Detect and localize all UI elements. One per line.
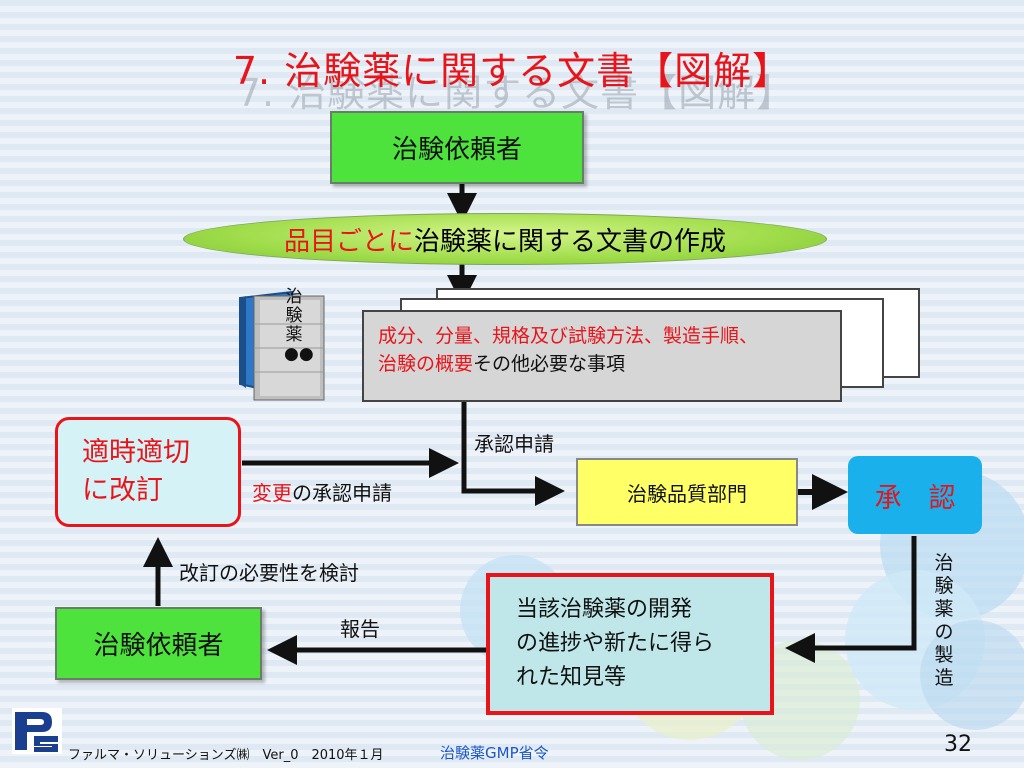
doc-line-1: 成分、分量、規格及び試験方法、製造手順、 <box>378 325 759 347</box>
footer-center: 治験薬GMP省令 <box>440 744 549 762</box>
findings-line-2: の進捗や新たに得ら <box>516 631 715 656</box>
sponsor-top-label: 治験依頼者 <box>391 135 522 165</box>
findings-box: 当該治験薬の開発 の進捗や新たに得ら れた知見等 <box>486 573 774 715</box>
page-number: 32 <box>944 732 972 757</box>
approval-request-label: 承認申請 <box>474 432 554 456</box>
qa-dept-label: 治験品質部門 <box>627 481 747 506</box>
report-label: 報告 <box>340 617 380 641</box>
binder-icon <box>239 290 325 401</box>
sponsor-top-box: 治験依頼者 <box>330 111 584 184</box>
doc-line-2-red: 治験の概要 <box>378 353 474 375</box>
doc-stack-front: 成分、分量、規格及び試験方法、製造手順、 治験の概要その他必要な事項 <box>362 310 842 402</box>
page-title: 7. 治験薬に関する文書【図解】 <box>232 49 792 93</box>
ellipse-black-text: 治験薬に関する文書の作成 <box>414 226 727 257</box>
doc-line-2-black: その他必要な事項 <box>473 353 626 375</box>
sponsor-bottom-label: 治験依頼者 <box>93 631 224 661</box>
bg-circle <box>920 620 1024 730</box>
ellipse-red-text: 品目ごとに <box>283 226 414 257</box>
qa-dept-box: 治験品質部門 <box>576 458 798 526</box>
revise-line-1: 適時適切 <box>82 437 190 468</box>
change-black-text: の承認申請 <box>292 481 392 505</box>
revise-line-2: に改訂 <box>82 475 163 506</box>
document-creation-ellipse: 品目ごとに治験薬に関する文書の作成 <box>183 213 827 265</box>
approval-box: 承 認 <box>848 456 982 534</box>
findings-line-3: れた知見等 <box>516 665 627 690</box>
sponsor-bottom-box: 治験依頼者 <box>55 607 262 680</box>
arrow-doc-to-qa <box>461 402 565 506</box>
manufacture-label: 治験薬の製造 <box>934 552 954 689</box>
review-need-label: 改訂の必要性を検討 <box>179 561 359 585</box>
approval-label: 承 認 <box>874 482 956 514</box>
arrow-approval-to-findings <box>785 536 917 663</box>
revise-box: 適時適切 に改訂 <box>55 417 241 527</box>
company-logo-icon <box>12 708 62 754</box>
footer-company: ファルマ・ソリューションズ㈱ Ver_0 2010年１月 <box>68 748 384 763</box>
change-approval-label: 変更の承認申請 <box>252 477 392 506</box>
doc-line-2: 治験の概要その他必要な事項 <box>378 350 826 378</box>
findings-line-1: 当該治験薬の開発 <box>516 597 693 622</box>
binder-label: 治験薬●● <box>284 287 314 364</box>
page-title-shadow: 7. 治験薬に関する文書【図解】 <box>236 71 796 115</box>
change-red-text: 変更 <box>252 481 292 505</box>
